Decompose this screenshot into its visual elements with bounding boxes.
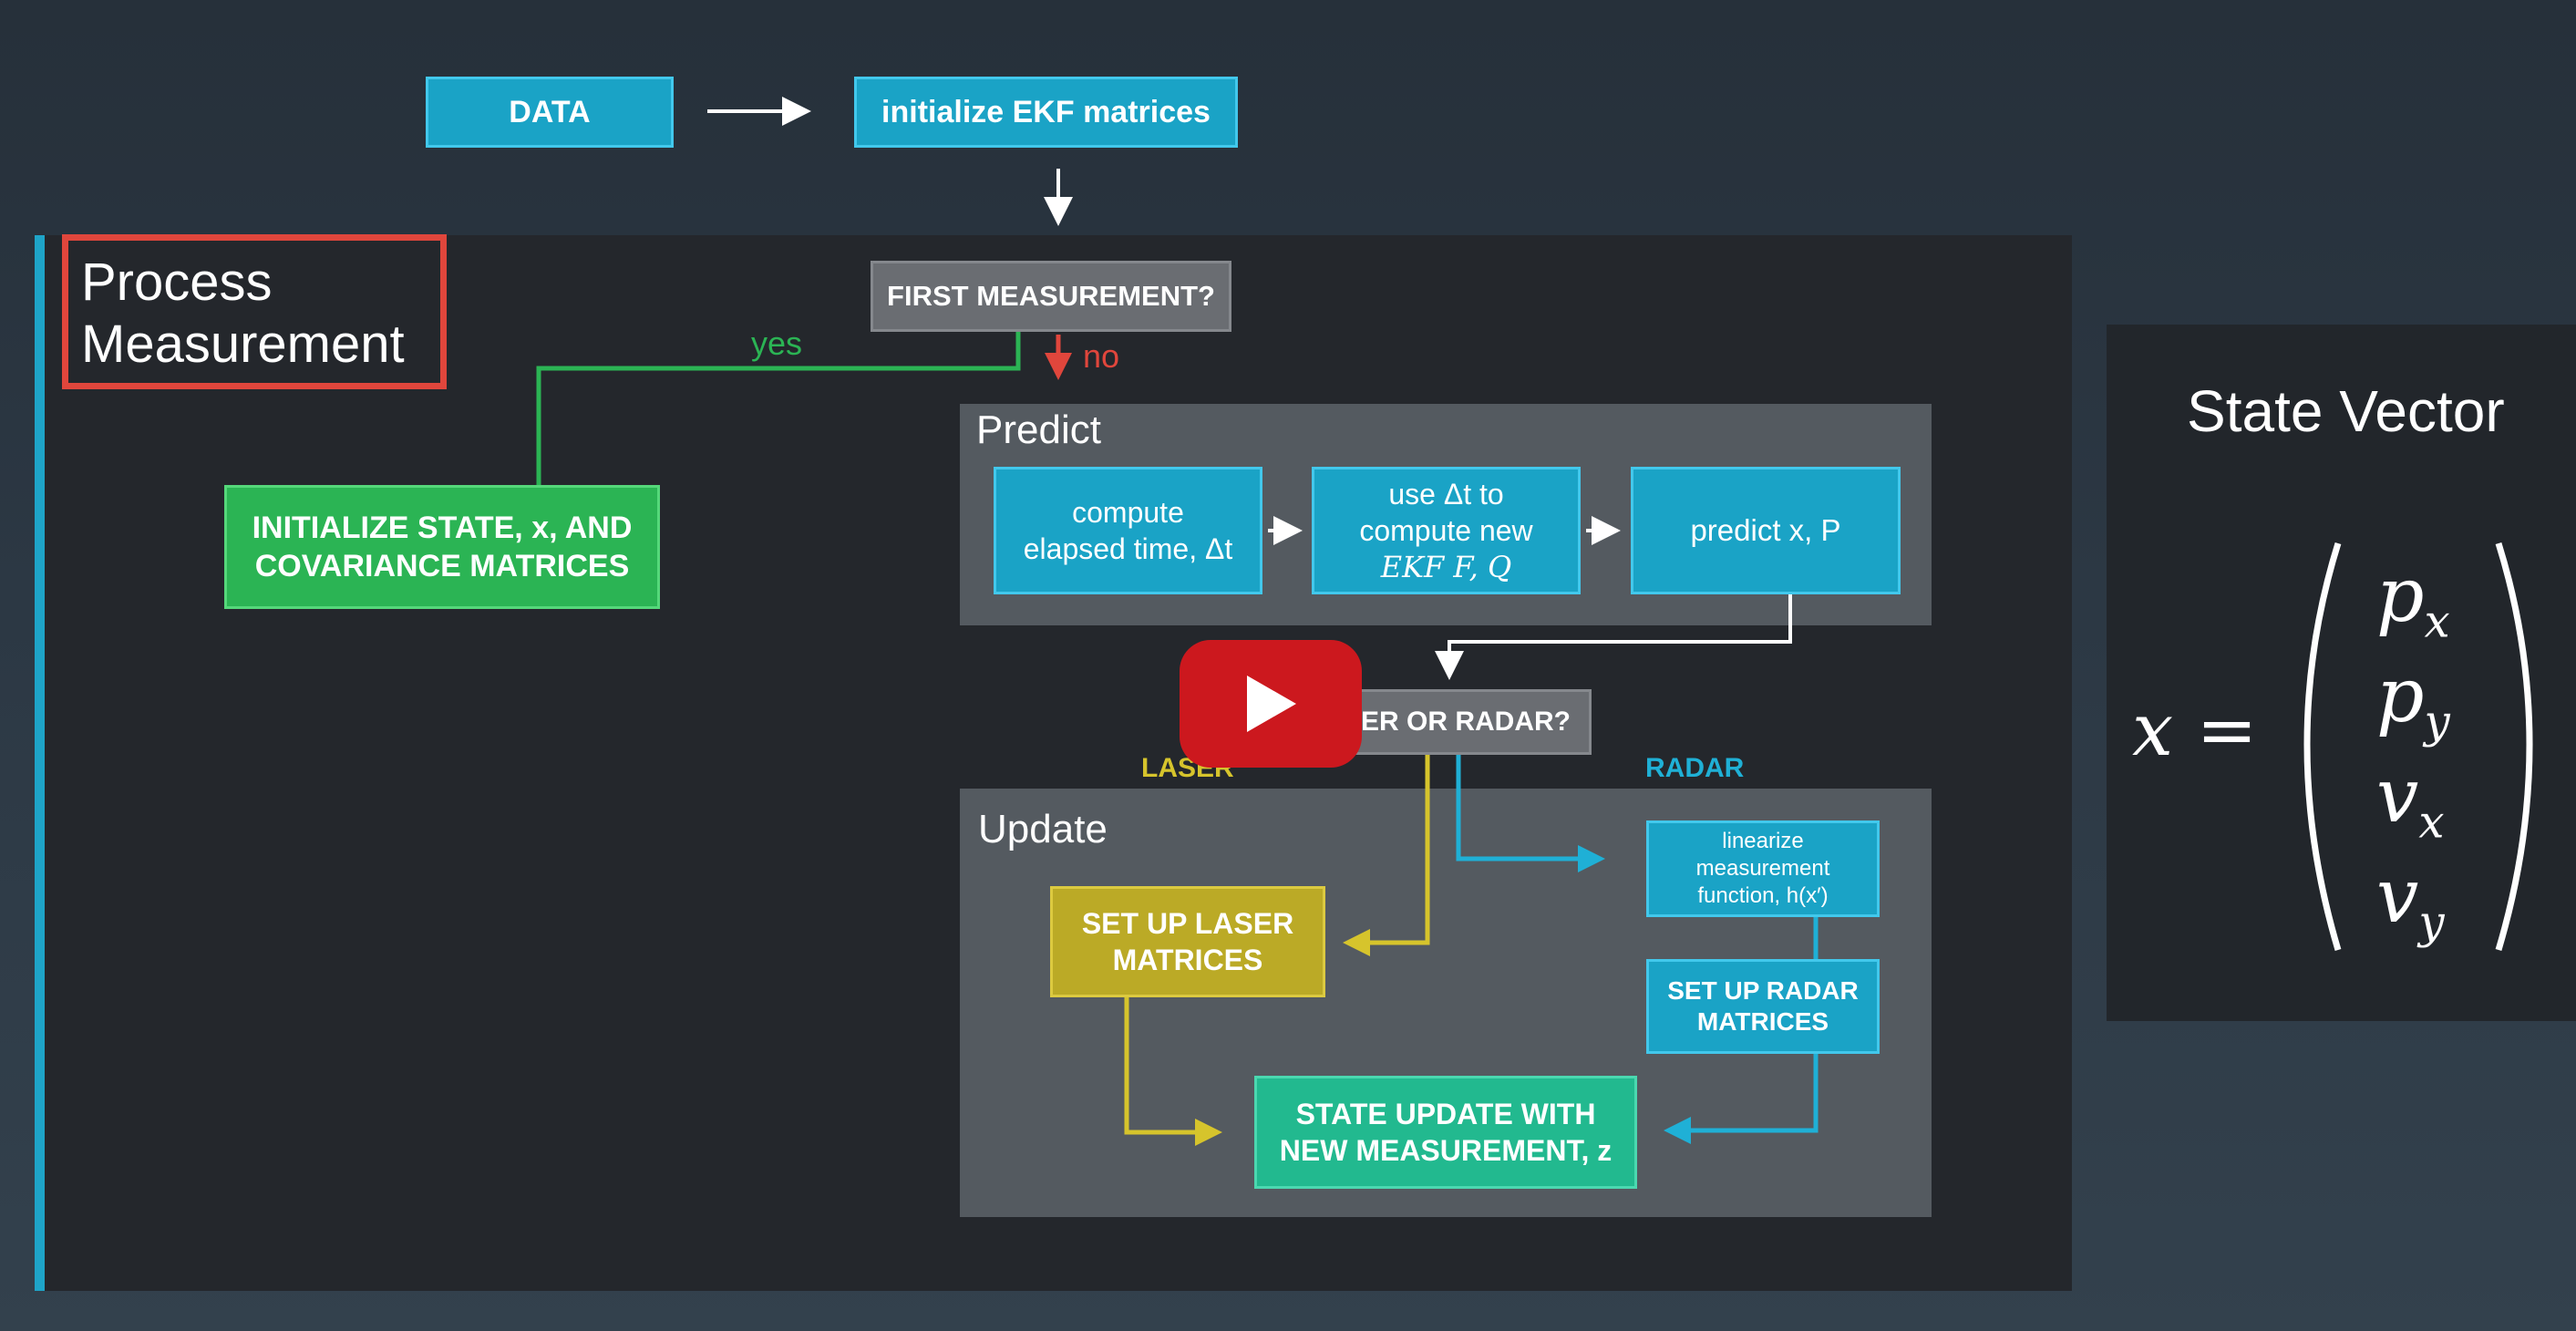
state-update-line1: STATE UPDATE WITH <box>1295 1098 1596 1130</box>
laser-matrices-line2: MATRICES <box>1112 944 1263 976</box>
state-vector-entry-vy: vy <box>2376 853 2445 949</box>
state-vector-title: State Vector <box>2187 378 2505 444</box>
left-accent-bar <box>35 235 45 1291</box>
predict-title: Predict <box>976 408 1101 452</box>
data-box: DATA <box>426 77 674 148</box>
use-dt-box: use Δt to compute new EKF F, Q <box>1312 467 1581 594</box>
no-label: no <box>1083 337 1120 375</box>
arrow-laser-path <box>1343 755 1430 956</box>
linearize-line3: function, h(x′) <box>1697 883 1829 908</box>
process-measurement-title-line2: Measurement <box>81 315 405 374</box>
state-update-line2: NEW MEASUREMENT, z <box>1279 1134 1613 1167</box>
radar-label: RADAR <box>1645 753 1745 783</box>
state-vector-entry-vx: vx <box>2376 753 2445 849</box>
use-dt-line1: use Δt to <box>1388 478 1504 511</box>
initialize-state-box: INITIALIZE STATE, x, AND COVARIANCE MATR… <box>224 485 660 609</box>
setup-laser-matrices-box: SET UP LASER MATRICES <box>1050 886 1325 997</box>
radar-matrices-line2: MATRICES <box>1696 1007 1829 1036</box>
state-vector-entry-py: py <box>2376 653 2450 748</box>
initialize-state-line2: COVARIANCE MATRICES <box>254 549 630 583</box>
radar-matrices-line1: SET UP RADAR <box>1667 976 1859 1005</box>
setup-radar-matrices-box: SET UP RADAR MATRICES <box>1646 959 1880 1054</box>
process-measurement-title: Process Measurement <box>62 234 447 389</box>
state-update-box: STATE UPDATE WITH NEW MEASUREMENT, z <box>1254 1076 1637 1189</box>
laser-matrices-line1: SET UP LASER <box>1081 907 1294 940</box>
play-icon <box>1247 676 1296 732</box>
state-vector-lhs: x = <box>2132 687 2258 772</box>
arrow-radar-path <box>1456 755 1605 872</box>
linearize-line2: measurement <box>1695 856 1830 881</box>
initialize-ekf-box: initialize EKF matrices <box>854 77 1238 148</box>
arrow-laser-to-update <box>1124 996 1222 1146</box>
linearize-line1: linearize <box>1722 829 1804 853</box>
state-vector-entry-px: px <box>2376 552 2450 648</box>
state-vector-panel: State Vector x = px py vx vy <box>2107 325 2576 1021</box>
use-dt-line3: EKF F, Q <box>1380 550 1512 584</box>
predict-xp-box: predict x, P <box>1631 467 1901 594</box>
use-dt-line2: compute new <box>1359 514 1533 547</box>
state-vector-parentheses <box>2303 542 2533 951</box>
video-play-button[interactable] <box>1180 640 1362 768</box>
line-yes-path <box>536 332 1021 488</box>
arrow-predict-to-sensor <box>1435 593 1792 680</box>
compute-line2: elapsed time, Δt <box>1023 532 1233 565</box>
linearize-measurement-box: linearize measurement function, h(x′) <box>1646 820 1880 917</box>
initialize-state-line1: INITIALIZE STATE, x, AND <box>252 511 633 545</box>
yes-label: yes <box>751 325 803 362</box>
arrow-radar-to-update <box>1664 1054 1819 1144</box>
update-title: Update <box>978 807 1108 851</box>
first-measurement-box: FIRST MEASUREMENT? <box>871 261 1231 332</box>
compute-elapsed-time-box: compute elapsed time, Δt <box>994 467 1262 594</box>
compute-line1: compute <box>1072 496 1184 529</box>
process-measurement-title-line1: Process <box>81 253 273 312</box>
